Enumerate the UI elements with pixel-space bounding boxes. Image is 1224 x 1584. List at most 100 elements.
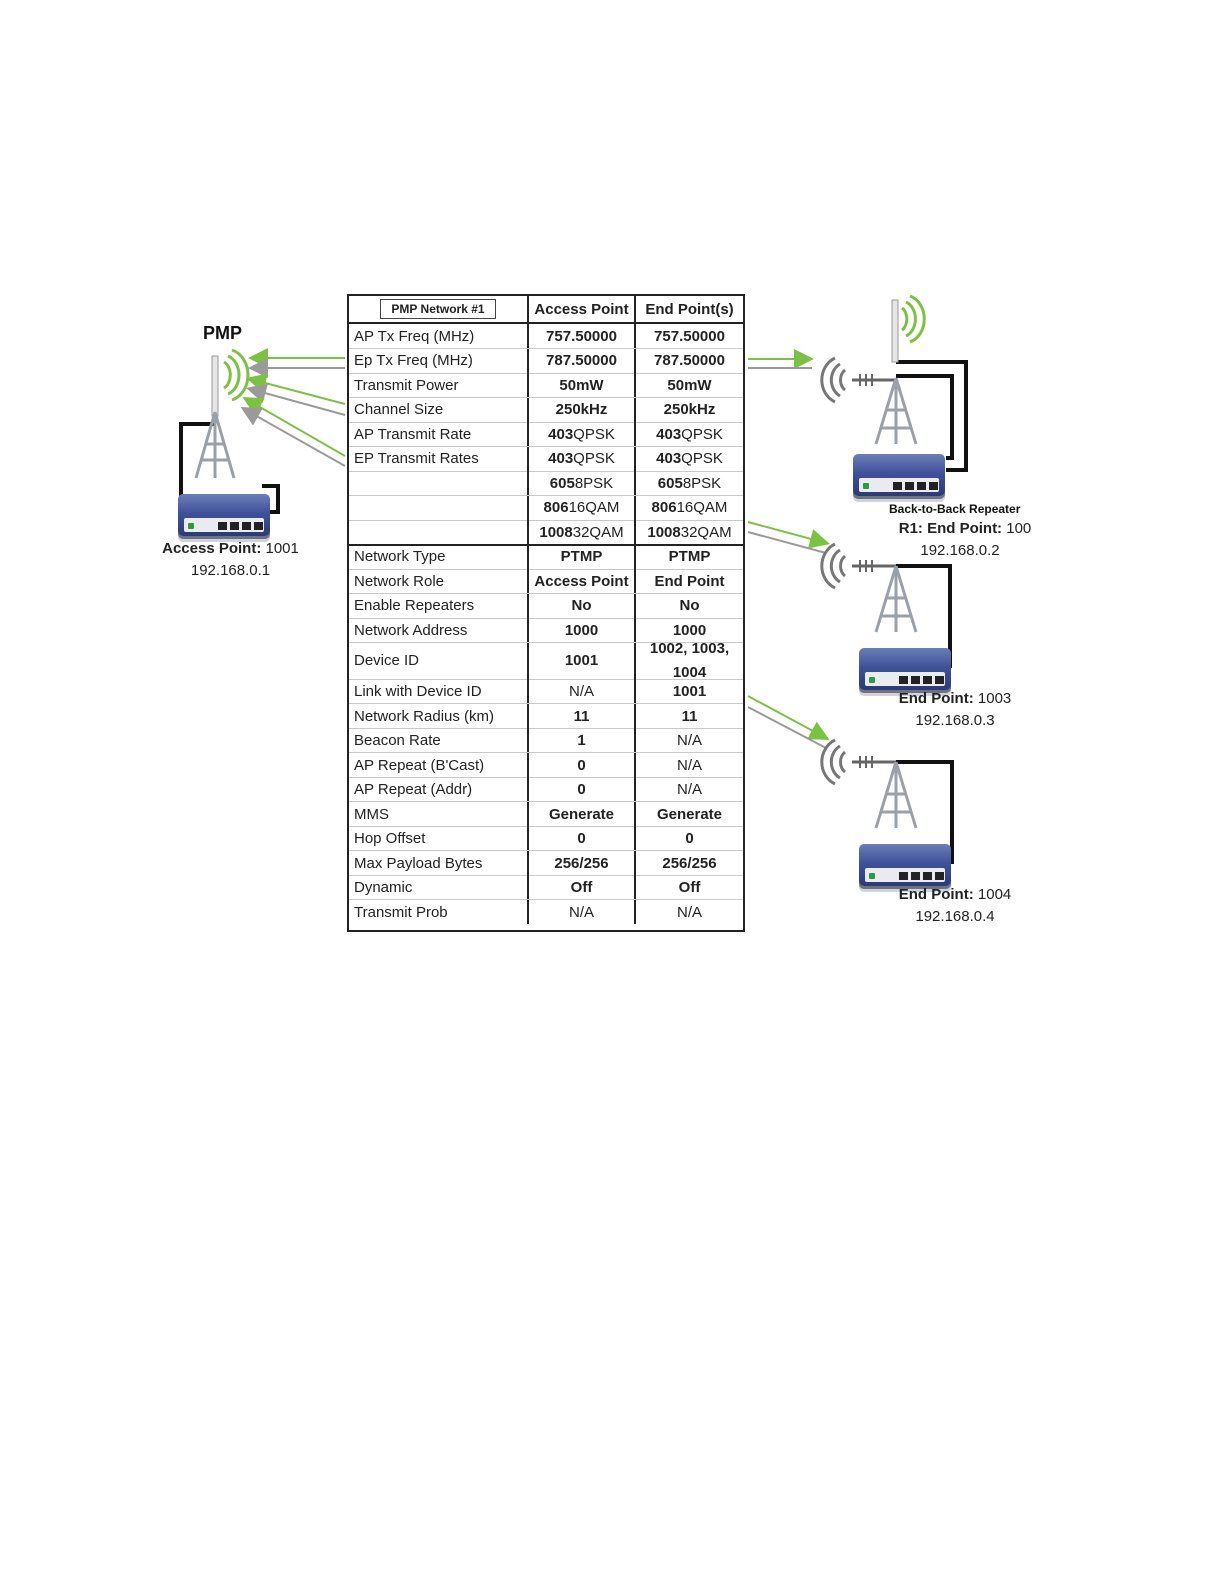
arrow-to-ap-4 [246, 383, 346, 416]
table-row-ep-value: Generate [656, 805, 723, 823]
table-row-ap-value: N/A [529, 899, 636, 925]
pmp-label: PMP [203, 323, 243, 343]
table-row-ep-value: 403 QPSK [636, 447, 743, 472]
ep3-role: End Point: [898, 690, 974, 707]
table-row-label: Network Type [349, 544, 529, 569]
table-row-ap-value: 11 [529, 703, 636, 729]
table-row-ep-value: No [679, 597, 700, 615]
table-row-ap-value: 0 [529, 826, 636, 851]
ep3-number: 1003 [977, 690, 1012, 707]
table-row-ep-value: 605 8PSK [636, 471, 743, 496]
ep4-role: End Point: [898, 886, 974, 903]
rate-value: 403 [548, 425, 574, 443]
table-row-label: Transmit Power [349, 373, 529, 398]
table-row-label: Link with Device ID [349, 679, 529, 704]
table-row-label: Dynamic [349, 875, 529, 900]
rate-value: 403 [656, 450, 682, 468]
table-row-label: EP Transmit Rates [349, 446, 529, 471]
arrow-to-ap-6 [240, 407, 346, 467]
table-row-label: Transmit Prob [349, 899, 529, 925]
table-row-ep-value: 806 16QAM [636, 496, 743, 521]
table-row-ep-value: 1000 [672, 621, 707, 639]
modulation: QPSK [573, 450, 615, 468]
table-row-label: AP Repeat (Addr) [349, 777, 529, 802]
modulation: 8PSK [574, 474, 614, 492]
table-row-label: Ep Tx Freq (MHz) [349, 348, 529, 373]
arrow-to-ap-5 [242, 397, 346, 457]
table-row-ep-value: N/A [676, 781, 702, 798]
table-row-ap-value: 1001 [529, 642, 636, 680]
table-header: PMP Network #1 Access Point End Point(s) [349, 296, 743, 322]
arrow-to-ep4-green [747, 695, 830, 740]
table-row-ap-value: 50mW [529, 373, 636, 398]
r1-tower-icon [820, 294, 926, 445]
table-row-ap-value: 605 8PSK [529, 471, 636, 496]
rate-value: 1008 [647, 523, 681, 541]
ap-ip: 192.168.0.1 [190, 562, 271, 579]
table-row-ep-value: 1002, 1003, 1004 [636, 640, 743, 681]
table-row-label: Network Address [349, 618, 529, 643]
arrow-to-ep3-gray [747, 531, 827, 554]
modulation: 16QAM [568, 499, 620, 517]
table-row-label [349, 495, 529, 520]
table-row-ap-value: Off [529, 875, 636, 900]
table-row-ep-value: 50mW [667, 376, 712, 394]
table-row-label [349, 520, 529, 545]
table-row-ep-value: PTMP [668, 548, 711, 566]
table-row-label: Max Payload Bytes [349, 850, 529, 876]
r1-radio-icon [853, 454, 945, 496]
rate-value: 1008 [539, 523, 573, 541]
table-row-ap-value: 806 16QAM [529, 495, 636, 520]
rate-value: 806 [651, 499, 677, 517]
rate-value: 605 [549, 474, 575, 492]
ep3-ip: 192.168.0.3 [915, 712, 995, 729]
table-row-label: Beacon Rate [349, 728, 529, 753]
table-row-ap-value: 757.50000 [529, 324, 636, 349]
modulation: 32QAM [680, 523, 732, 541]
arrow-to-ep3-green [747, 521, 830, 549]
ep4-tower-icon [820, 738, 918, 829]
table-row-label: Channel Size [349, 397, 529, 422]
arrow-to-ap-3 [246, 373, 346, 405]
ep3-node-label: End Point: 1003 192.168.0.3 [880, 688, 1030, 732]
r1-number: 100 [1006, 520, 1032, 537]
table-row-ap-value: 1 [529, 728, 636, 753]
arrow-to-ep4-gray [747, 706, 827, 749]
table-row-ap-value: No [529, 593, 636, 618]
ep4-radio-icon [859, 844, 951, 886]
modulation: 8PSK [682, 474, 722, 492]
table-row-ap-value: 1008 32QAM [529, 520, 636, 545]
ap-tower-icon [194, 348, 250, 479]
r1-role: R1: End Point: [898, 520, 1003, 537]
ep-value-line-1: 1002, 1003, [649, 639, 730, 657]
table-header-ap: Access Point [529, 296, 636, 322]
rate-value: 806 [543, 499, 569, 517]
table-row-ep-value: Off [678, 879, 701, 896]
ep-value-line-2: 1004 [672, 663, 707, 681]
r1-ip: 192.168.0.2 [920, 542, 1000, 559]
table-row-ep-value: 256/256 [662, 854, 717, 872]
table-row-ep-value: 250kHz [663, 401, 716, 419]
table-row-ep-value: 0 [685, 830, 694, 847]
table-row-ep-value: N/A [676, 903, 702, 921]
table-row-ep-value: 787.50000 [654, 352, 725, 370]
ep3-radio-icon [859, 648, 951, 690]
table-row-label: Network Radius (km) [349, 703, 529, 729]
table-row-ep-value: 11 [681, 707, 698, 725]
